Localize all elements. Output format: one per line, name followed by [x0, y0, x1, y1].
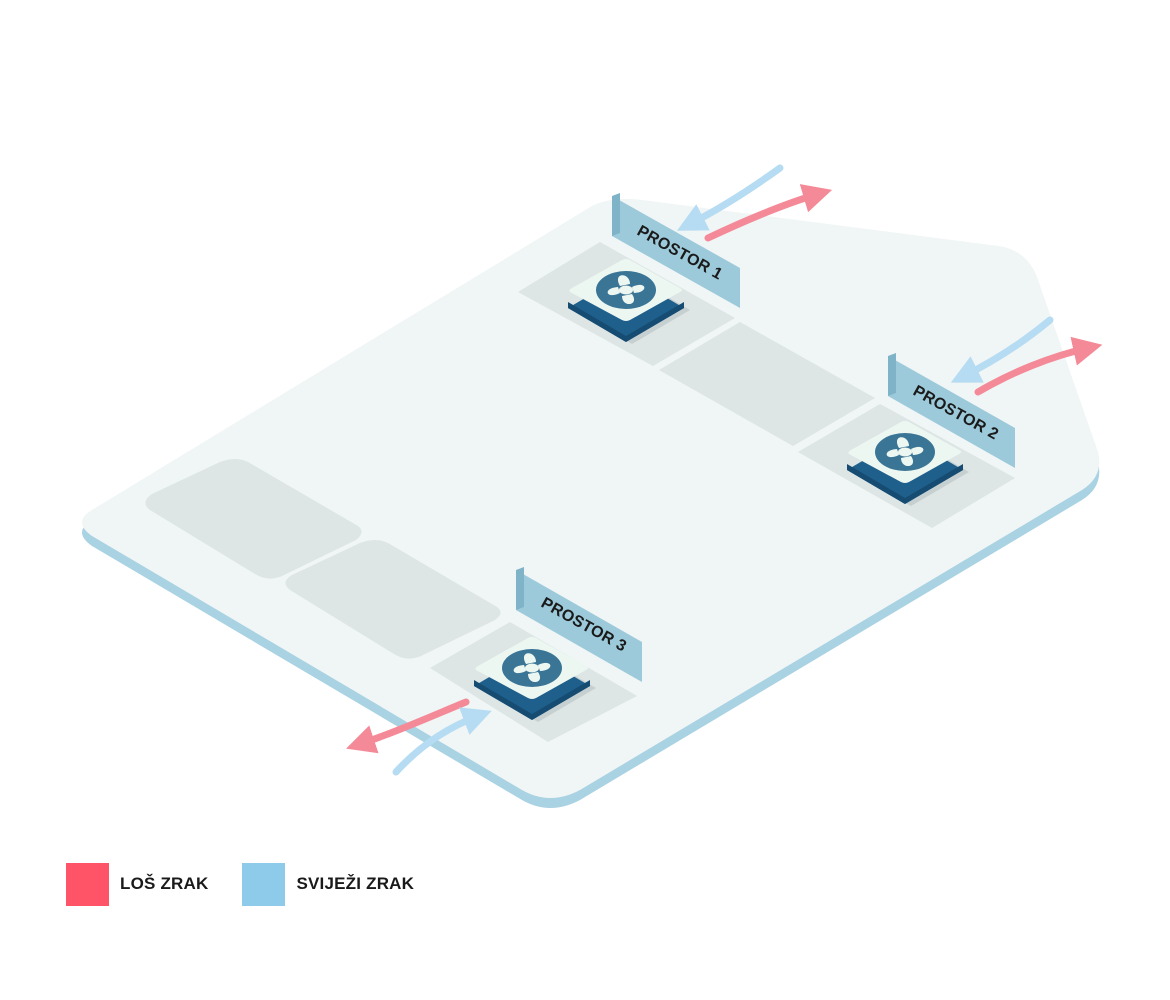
room-3: PROSTOR 3 — [346, 567, 642, 776]
ventilation-fan-icon — [875, 433, 935, 471]
room-2: PROSTOR 2 — [847, 316, 1103, 506]
tile-empty-c — [285, 540, 501, 659]
bad-air-swatch — [66, 862, 109, 906]
room-1-bad-air-arrow — [704, 184, 833, 242]
legend-item-bad-air: LOŠ ZRAK — [66, 862, 209, 906]
room-1-fan — [568, 259, 690, 344]
ventilation-fan-icon — [596, 271, 656, 309]
bad-air-label: LOŠ ZRAK — [120, 874, 209, 893]
room-2-fan — [847, 421, 969, 506]
legend-item-fresh-air: SVIJEŽI ZRAK — [242, 862, 415, 906]
legend: LOŠ ZRAK SVIJEŽI ZRAK — [66, 862, 448, 906]
room-3-bad-air-arrow — [346, 698, 470, 754]
tile-empty-b — [145, 459, 362, 579]
fresh-air-label: SVIJEŽI ZRAK — [296, 874, 415, 893]
room-3-fan — [474, 637, 596, 722]
room-2-fresh-air-arrow — [950, 316, 1054, 383]
room-3-fresh-air-arrow — [392, 707, 492, 776]
room-2-bad-air-arrow — [974, 336, 1103, 396]
floor-plate — [82, 198, 1100, 808]
room-1: PROSTOR 1 — [568, 164, 833, 344]
fresh-air-swatch — [242, 862, 286, 906]
ventilation-fan-icon — [502, 649, 562, 687]
room-1-fresh-air-arrow — [676, 164, 784, 231]
tile-empty-a — [659, 322, 875, 446]
